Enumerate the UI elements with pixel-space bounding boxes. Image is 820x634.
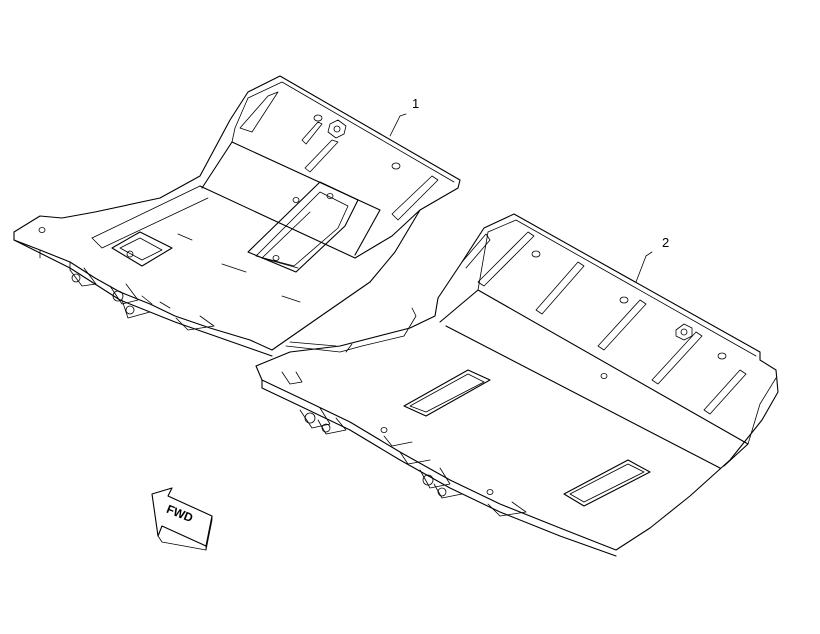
hinge-brackets-part-1 (69, 267, 215, 331)
guard-plate-part-2 (255, 213, 779, 557)
callout-2-label: 2 (662, 235, 669, 250)
callout-1-label: 1 (412, 96, 419, 111)
callout-2: 2 (635, 235, 669, 283)
hinge-brackets-part-2 (281, 371, 527, 517)
guard-plate-part-1 (13, 75, 461, 357)
forward-direction-arrow: FWD (151, 487, 213, 551)
callout-1: 1 (389, 96, 419, 137)
